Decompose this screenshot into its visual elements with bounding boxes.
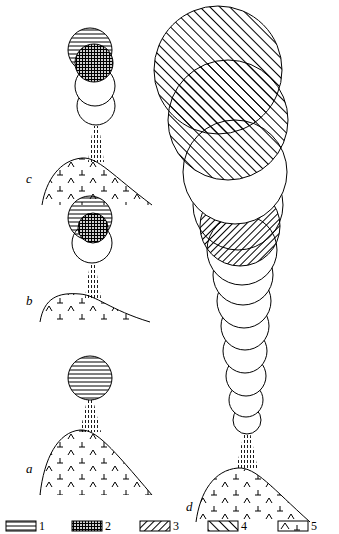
- legend-number: 4: [241, 520, 247, 532]
- legend-number: 3: [173, 520, 179, 532]
- panel-letter: b: [26, 294, 33, 307]
- legend-number: 2: [105, 520, 111, 532]
- panel-letter: c: [26, 172, 32, 185]
- panel-letter: a: [26, 462, 33, 475]
- legend-number: 5: [311, 520, 317, 532]
- panel-letter: d: [186, 500, 193, 513]
- legend-number: 1: [39, 520, 45, 532]
